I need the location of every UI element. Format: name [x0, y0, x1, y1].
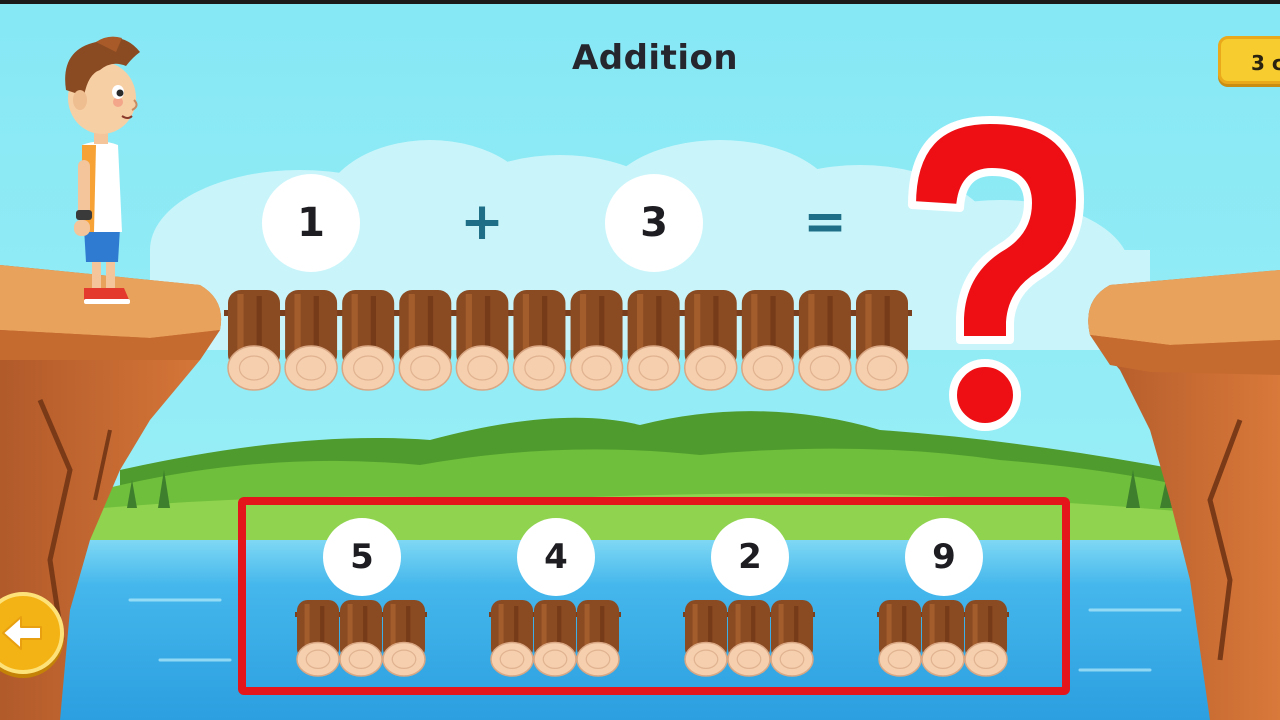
pine-trees	[127, 470, 1172, 508]
operand-a-circle: 1	[262, 174, 360, 272]
choice-logs	[683, 600, 815, 677]
log	[878, 600, 922, 677]
log	[798, 290, 852, 391]
log	[626, 290, 681, 391]
answer-choice-number: 5	[323, 518, 401, 596]
log	[770, 600, 814, 677]
log	[684, 600, 728, 677]
log	[341, 290, 395, 391]
choice-logs	[877, 600, 1009, 677]
log	[921, 600, 965, 677]
right-cliff	[1088, 270, 1280, 720]
log	[227, 290, 281, 391]
boy-character	[65, 36, 140, 304]
log	[339, 600, 383, 677]
back-arrow-icon	[2, 616, 42, 650]
log	[576, 600, 620, 677]
log	[490, 600, 534, 677]
answer-choice-number: 4	[517, 518, 595, 596]
log	[512, 290, 567, 391]
log	[455, 290, 510, 391]
log	[741, 290, 795, 391]
equals-operator: =	[803, 192, 847, 252]
question-mark-icon	[908, 116, 1084, 431]
log	[683, 290, 738, 391]
answer-choice-number: 9	[905, 518, 983, 596]
answer-choice-2[interactable]: 4	[481, 518, 631, 688]
log	[964, 600, 1008, 677]
bridge-rope	[224, 310, 912, 316]
answer-choice-3[interactable]: 2	[675, 518, 825, 688]
choice-logs	[489, 600, 621, 677]
plus-operator: +	[460, 192, 504, 252]
log	[727, 600, 771, 677]
log	[569, 290, 624, 391]
answer-choice-1[interactable]: 5	[287, 518, 437, 688]
answer-choice-4[interactable]: 9	[869, 518, 1019, 688]
level-counter-badge: 3 c	[1218, 36, 1280, 84]
log	[284, 290, 338, 391]
answer-choices-box	[238, 497, 1070, 695]
bridge-logs	[224, 290, 912, 391]
log	[855, 290, 909, 391]
choice-logs	[295, 600, 427, 677]
back-button[interactable]	[0, 592, 64, 674]
answer-choice-number: 2	[711, 518, 789, 596]
log	[398, 290, 453, 391]
operand-b-circle: 3	[605, 174, 703, 272]
log	[533, 600, 577, 677]
game-title: Addition	[571, 38, 739, 78]
log	[382, 600, 426, 677]
log	[296, 600, 340, 677]
